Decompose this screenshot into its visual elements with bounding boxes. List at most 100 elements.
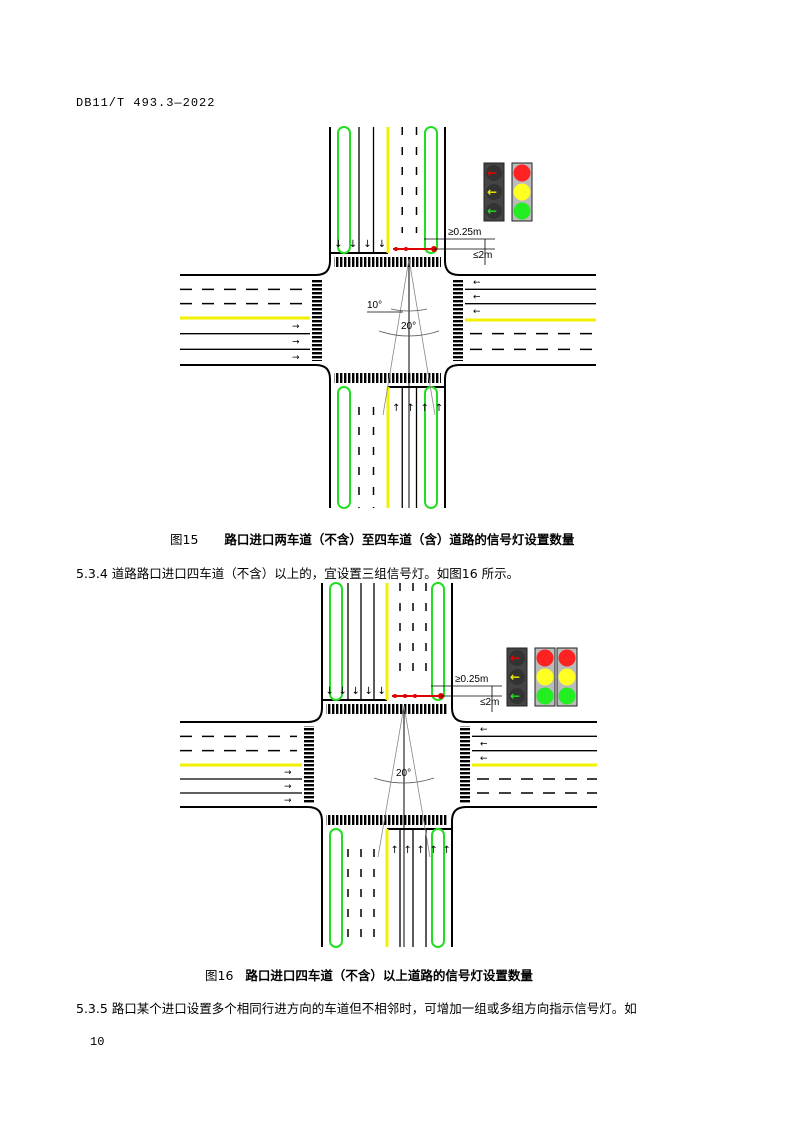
signal-head: [403, 694, 407, 698]
paragraph-5-3-5: 5.3.5 路口某个进口设置多个相同行进方向的车道但不相邻时，可增加一组或多组方…: [76, 1001, 637, 1016]
lane-arrow-icon: ↑: [417, 845, 425, 856]
signal-lamp: [509, 650, 525, 666]
signal-lamp: [509, 688, 525, 704]
lane-arrow-icon: ←: [480, 725, 488, 735]
lane-arrow-icon: ←: [473, 293, 481, 303]
angle-label-20: 20°: [396, 768, 411, 779]
left-arrow-icon: ←: [487, 166, 497, 180]
lane-arrow-icon: ↑: [392, 403, 400, 414]
signal-lamp: [536, 668, 554, 686]
crosswalk-north: [326, 704, 448, 714]
dimension-height-label: ≤2m: [480, 697, 499, 708]
corner-curb: [451, 806, 467, 822]
signal-lamp: [536, 649, 554, 667]
crosswalk-west: [304, 726, 314, 803]
signal-head: [404, 247, 408, 251]
lane-arrow-icon: ↓: [365, 686, 373, 697]
left-arrow-icon: ←: [510, 670, 520, 684]
lane-arrow-icon: →: [292, 338, 300, 348]
signal-head: [394, 247, 398, 251]
signal-lamp: [486, 184, 502, 200]
signal-lamp: [558, 668, 576, 686]
lane-arrow-icon: ↑: [421, 403, 429, 414]
left-arrow-icon: ←: [510, 689, 520, 703]
signal-lamp: [558, 687, 576, 705]
corner-curb: [315, 364, 331, 380]
lane-arrow-icon: ↑: [443, 845, 451, 856]
corner-curb: [451, 707, 467, 723]
green-island: [329, 828, 343, 948]
lane-arrow-icon: ↑: [435, 403, 443, 414]
page-number: 10: [90, 1035, 105, 1049]
lane-arrow-icon: ↑: [391, 845, 399, 856]
lane-arrow-icon: ↓: [334, 239, 342, 250]
signal-lamp: [513, 164, 531, 182]
lane-arrow-icon: ↓: [339, 686, 347, 697]
crosswalk-west: [312, 279, 322, 361]
signal-lamp: [486, 165, 502, 181]
dimension-gap-label: ≥0.25m: [448, 227, 481, 238]
signal-lamp: [486, 203, 502, 219]
corner-curb: [315, 260, 331, 276]
corner-curb: [444, 260, 460, 276]
left-arrow-icon: ←: [487, 185, 497, 199]
dimension-height-label: ≤2m: [473, 250, 492, 261]
lane-arrow-icon: →: [284, 782, 292, 792]
angle-label-10: 10°: [367, 300, 382, 311]
standard-header: DB11/T 493.3—2022: [76, 96, 216, 110]
lane-arrow-icon: ↓: [363, 239, 371, 250]
lane-arrow-icon: →: [292, 322, 300, 332]
signal-head: [413, 694, 417, 698]
lane-arrow-icon: →: [292, 353, 300, 363]
sight-line: [377, 705, 405, 858]
lane-arrow-icon: ↓: [349, 239, 357, 250]
corner-curb: [307, 806, 323, 822]
angle-arc: [390, 308, 428, 312]
lane-arrow-icon: ↓: [326, 686, 334, 697]
green-island: [337, 126, 351, 254]
crosswalk-south: [334, 373, 441, 383]
green-island: [329, 582, 343, 701]
signal-lamp: [509, 669, 525, 685]
angle-arc: [373, 777, 435, 784]
sight-line: [382, 258, 410, 416]
crosswalk-south: [326, 815, 448, 825]
green-island: [337, 386, 351, 509]
signal-lamp: [558, 649, 576, 667]
dimension-gap-label: ≥0.25m: [455, 674, 488, 685]
corner-curb: [307, 707, 323, 723]
sight-line: [408, 258, 436, 416]
green-island: [431, 582, 445, 701]
left-arrow-icon: ←: [487, 204, 497, 218]
signal-lamp: [513, 183, 531, 201]
lane-arrow-icon: ←: [473, 278, 481, 288]
crosswalk-east: [460, 726, 470, 803]
lane-arrow-icon: →: [284, 796, 292, 806]
lane-arrow-icon: ↓: [378, 686, 386, 697]
green-island: [424, 386, 438, 509]
signal-lamp: [536, 687, 554, 705]
lane-arrow-icon: ↑: [430, 845, 438, 856]
signal-lamp: [513, 202, 531, 220]
sight-line: [403, 705, 431, 858]
left-arrow-icon: ←: [510, 651, 520, 665]
green-island: [431, 828, 445, 948]
paragraph-5-3-4: 5.3.4 道路路口进口四车道（不含）以上的，宜设置三组信号灯。如图16 所示。: [76, 566, 520, 581]
lane-arrow-icon: →: [284, 768, 292, 778]
corner-curb: [444, 364, 460, 380]
lane-arrow-icon: ←: [480, 754, 488, 764]
crosswalk-east: [453, 279, 463, 361]
crosswalk-north: [334, 257, 441, 267]
lane-arrow-icon: ↑: [404, 845, 412, 856]
angle-label-20: 20°: [401, 321, 416, 332]
lane-arrow-icon: ↑: [406, 403, 414, 414]
lane-arrow-icon: ←: [473, 307, 481, 317]
lane-arrow-icon: ↓: [378, 239, 386, 250]
lane-arrow-icon: ↓: [352, 686, 360, 697]
signal-head: [393, 694, 397, 698]
green-island: [424, 126, 438, 254]
